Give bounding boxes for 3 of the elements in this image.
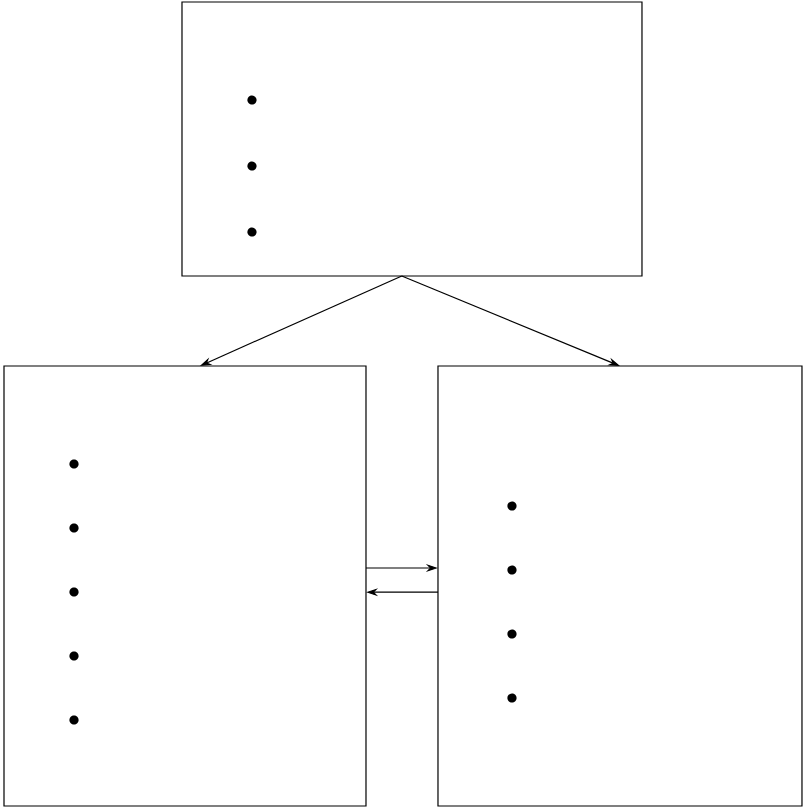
- box: [181, 1, 643, 277]
- box: [3, 365, 367, 807]
- box: [437, 365, 803, 807]
